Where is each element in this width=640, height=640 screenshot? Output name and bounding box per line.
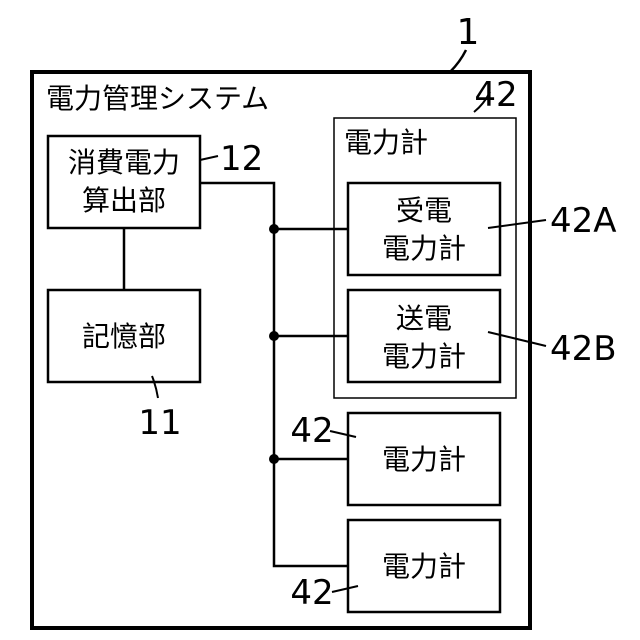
receive-meter-label-1: 受電	[396, 194, 452, 227]
consumption-calc-leader	[200, 156, 218, 160]
junction-dot-2	[269, 331, 279, 341]
junction-dot-3	[269, 454, 279, 464]
consumption-calc-label-1: 消費電力	[68, 146, 180, 179]
send-meter-label-1: 送電	[396, 302, 452, 335]
meter-group-title: 電力計	[344, 126, 428, 159]
send-meter-ref: 42B	[550, 329, 617, 369]
meter-4-ref: 42	[290, 573, 333, 613]
figure-number: 1	[457, 12, 480, 53]
bus-line	[200, 183, 348, 566]
send-meter-label-2: 電力計	[382, 340, 466, 373]
meter-group-ref: 42	[474, 75, 517, 115]
storage-ref: 11	[138, 403, 181, 443]
receive-meter-ref: 42A	[550, 201, 617, 241]
figure-leader	[450, 50, 466, 72]
junction-dot-1	[269, 224, 279, 234]
consumption-calc-label-2: 算出部	[82, 184, 166, 217]
meter-3-ref: 42	[290, 411, 333, 451]
meter-3-label: 電力計	[382, 443, 466, 476]
meter-4-label: 電力計	[382, 550, 466, 583]
storage-label: 記憶部	[82, 320, 166, 353]
system-title: 電力管理システム	[46, 82, 269, 115]
consumption-calc-ref: 12	[220, 139, 263, 179]
receive-meter-label-2: 電力計	[382, 232, 466, 265]
